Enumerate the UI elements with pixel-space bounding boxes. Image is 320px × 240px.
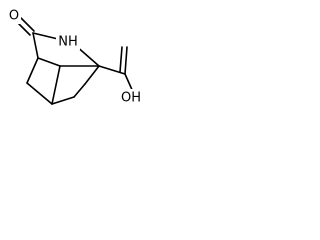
label-mask-oxygen [7,8,21,24]
bond-carboxyl-double-2 [119,46,123,73]
bond-ch2-left-to-bottom-left [26,82,53,105]
label-mask-hydroxyl [119,89,145,106]
structure-diagram: O NH OH [7,8,145,106]
bond-carbonyl-double-1 [20,17,35,32]
bond-quaternary-to-carboxyl [98,65,126,75]
bond-carbonyl-double-2 [16,21,31,36]
atom-label-amide-nitrogen: NH [58,35,78,50]
bond-carbonyl-to-bridgehead [32,32,39,59]
bond-ch2-right-to-quaternary [84,65,100,85]
atom-label-acid-hydroxyl: OH [121,91,141,106]
bond-bottom-right-to-ch2-right [73,83,86,98]
atom-label-layer: O NH OH [7,8,145,106]
label-mask-nitrogen [56,33,80,50]
bond-carboxyl-double-1 [124,46,128,75]
bond-carbonyl-to-nitrogen [32,32,59,40]
bond-bridgehead-to-ch2-left [26,57,39,84]
bond-top-to-bottom-left [51,65,61,105]
bond-bottom-left-to-bottom-right [51,96,75,105]
atom-label-carbonyl-oxygen: O [9,9,19,24]
bond-layer [16,17,134,105]
bond-bridgehead-to-top [37,57,61,67]
